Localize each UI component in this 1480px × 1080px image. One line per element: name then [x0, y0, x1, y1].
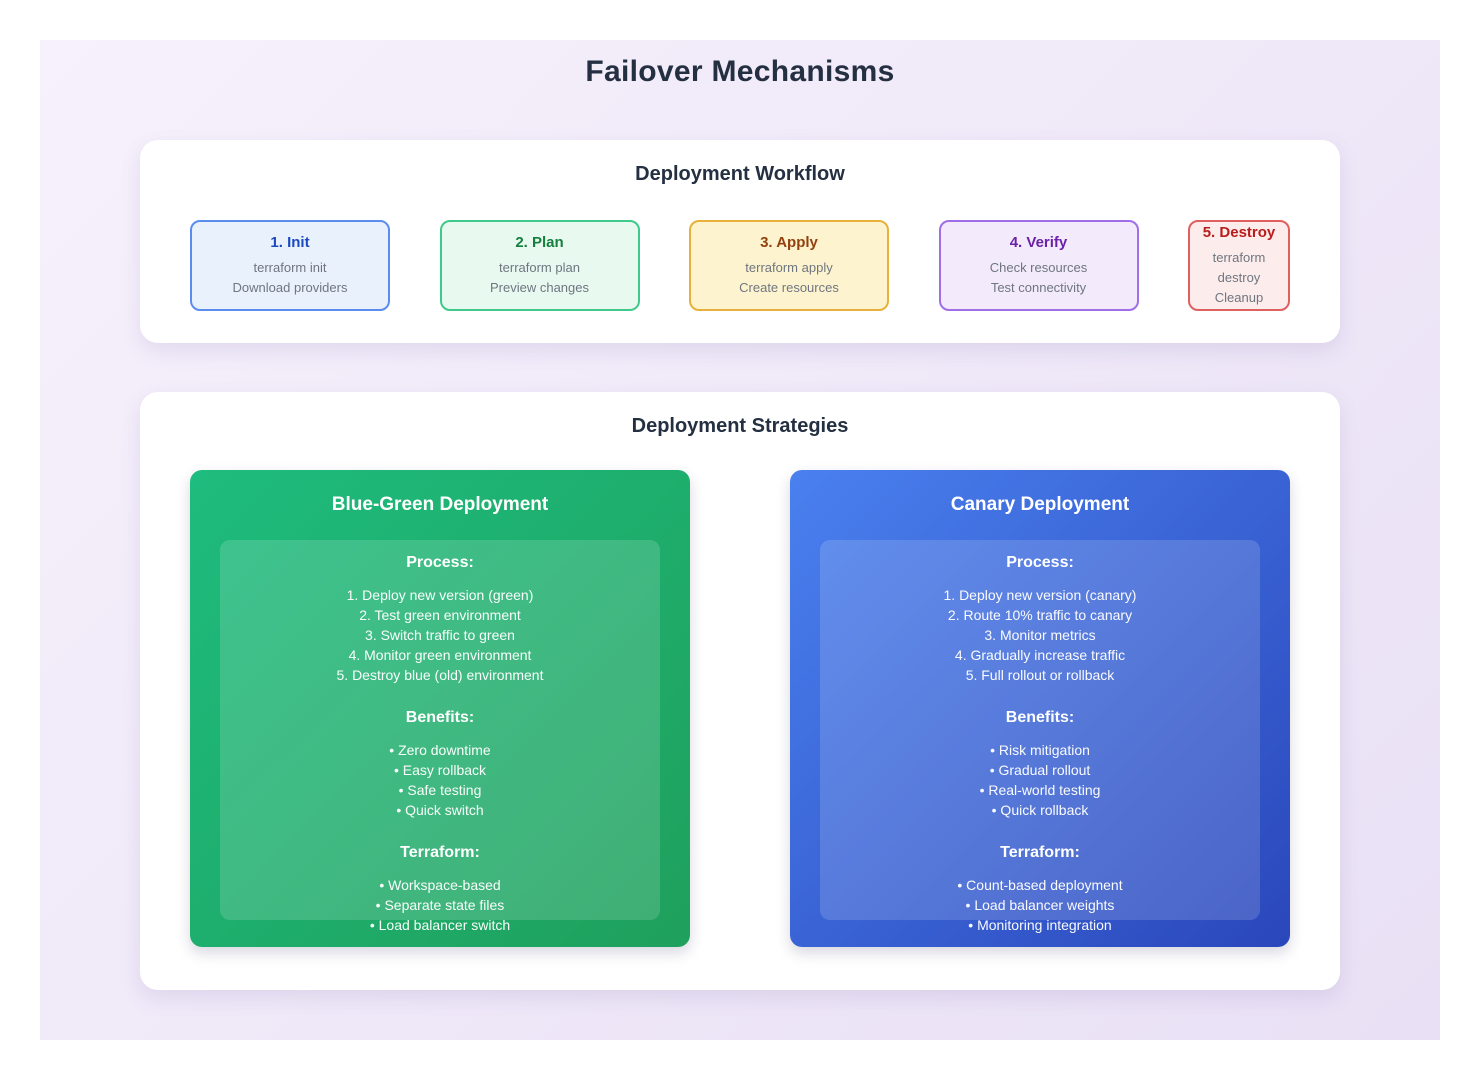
process-item: 5. Destroy blue (old) environment: [336, 667, 544, 683]
process-item: 2. Route 10% traffic to canary: [947, 607, 1133, 623]
step-command: Check resources: [989, 259, 1088, 275]
step-command: terraform init: [253, 259, 327, 275]
process-item: 3. Switch traffic to green: [365, 627, 515, 643]
process-heading: Process:: [406, 554, 474, 571]
workflow-steps-row: 1. Init terraform init Download provider…: [190, 220, 1290, 311]
terraform-item: • Workspace-based: [379, 877, 501, 893]
strategy-panel: Process: 1. Deploy new version (canary) …: [820, 540, 1260, 933]
strategy-panel: Process: 1. Deploy new version (green) 2…: [220, 540, 660, 933]
strategy-card-canary: Canary Deployment Process: 1. Deploy new…: [790, 470, 1290, 947]
step-title: 4. Verify: [1009, 233, 1068, 251]
benefit-item: • Gradual rollout: [989, 762, 1091, 778]
terraform-item: • Monitoring integration: [968, 917, 1112, 933]
strategy-title: Blue-Green Deployment: [331, 494, 549, 515]
step-description: Create resources: [739, 279, 839, 295]
step-title: 2. Plan: [515, 233, 564, 251]
strategy-title: Canary Deployment: [950, 494, 1130, 515]
process-item: 1. Deploy new version (green): [346, 587, 534, 603]
page-title: Failover Mechanisms: [585, 55, 895, 88]
benefit-item: • Quick rollback: [991, 802, 1089, 818]
terraform-item: • Separate state files: [375, 897, 505, 913]
process-item: 3. Monitor metrics: [984, 627, 1096, 643]
step-description: Cleanup: [1214, 289, 1264, 305]
benefits-heading: Benefits:: [405, 709, 475, 726]
benefit-item: • Safe testing: [398, 782, 482, 798]
step-title: 5. Destroy: [1202, 223, 1276, 241]
step-title: 3. Apply: [760, 233, 818, 251]
step-description: Download providers: [232, 279, 348, 295]
terraform-heading: Terraform:: [1000, 844, 1080, 861]
process-heading: Process:: [1006, 554, 1074, 571]
step-command: terraform destroy: [1212, 249, 1266, 285]
benefit-item: • Easy rollback: [393, 762, 487, 778]
terraform-heading: Terraform:: [400, 844, 480, 861]
process-item: 1. Deploy new version (canary): [943, 587, 1137, 603]
workflow-step-verify: 4. Verify Check resources Test connectiv…: [938, 220, 1139, 311]
workflow-step-apply: 3. Apply terraform apply Create resource…: [689, 220, 889, 311]
workflow-card: Deployment Workflow 1. Init terraform in…: [140, 140, 1340, 343]
step-command: terraform apply: [745, 259, 833, 275]
step-title: 1. Init: [270, 233, 310, 251]
strategies-card: Deployment Strategies Blue-Green Deploym…: [140, 392, 1340, 990]
workflow-step-init: 1. Init terraform init Download provider…: [190, 220, 390, 311]
terraform-item: • Load balancer switch: [369, 917, 511, 933]
step-command: terraform plan: [499, 259, 580, 275]
strategy-card-blue-green: Blue-Green Deployment Process: 1. Deploy…: [190, 470, 690, 947]
process-item: 4. Monitor green environment: [348, 647, 532, 663]
step-description: Preview changes: [490, 279, 589, 295]
process-item: 5. Full rollout or rollback: [965, 667, 1115, 683]
terraform-item: • Count-based deployment: [957, 877, 1123, 893]
benefit-item: • Zero downtime: [389, 742, 491, 758]
workflow-title: Deployment Workflow: [635, 163, 845, 185]
workflow-step-destroy: 5. Destroy terraform destroy Cleanup: [1188, 220, 1290, 311]
benefit-item: • Quick switch: [396, 802, 484, 818]
strategies-title: Deployment Strategies: [631, 415, 849, 437]
benefits-heading: Benefits:: [1005, 709, 1075, 726]
terraform-item: • Load balancer weights: [965, 897, 1115, 913]
step-description: Test connectivity: [990, 279, 1087, 295]
benefit-item: • Risk mitigation: [990, 742, 1090, 758]
process-item: 4. Gradually increase traffic: [954, 647, 1126, 663]
benefit-item: • Real-world testing: [979, 782, 1101, 798]
process-item: 2. Test green environment: [359, 607, 521, 623]
workflow-step-plan: 2. Plan terraform plan Preview changes: [439, 220, 640, 311]
